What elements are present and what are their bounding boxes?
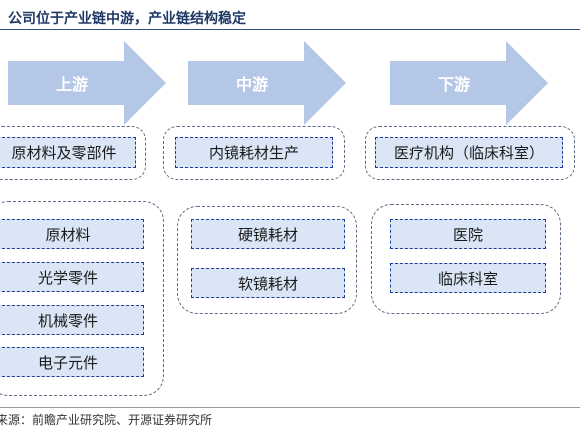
downstream-items-group bbox=[371, 204, 561, 314]
midstream-summary-group bbox=[163, 126, 345, 180]
midstream-item-flexible-scope: 软镜耗材 bbox=[191, 268, 345, 298]
upstream-item-raw-materials: 原材料 bbox=[0, 219, 144, 249]
upstream-summary-box: 原材料及零部件 bbox=[0, 137, 136, 168]
title-rule bbox=[0, 29, 580, 30]
upstream-arrow: 上游 bbox=[8, 41, 166, 125]
upstream-item-mechanical-parts: 机械零件 bbox=[0, 305, 144, 335]
downstream-item-clinical-dept: 临床科室 bbox=[390, 263, 546, 293]
midstream-item-rigid-scope: 硬镜耗材 bbox=[191, 219, 345, 249]
downstream-label: 下游 bbox=[437, 75, 470, 94]
downstream-summary-group bbox=[365, 126, 575, 180]
midstream-summary-box: 内镜耗材生产 bbox=[175, 137, 333, 168]
downstream-arrow: 下游 bbox=[390, 41, 548, 125]
figure-title: ：公司位于产业链中游，产业链结构稳定 bbox=[0, 11, 246, 27]
upstream-items-group bbox=[0, 201, 164, 396]
source-rule bbox=[0, 407, 580, 408]
downstream-item-hospital: 医院 bbox=[390, 219, 546, 249]
upstream-summary-group bbox=[0, 126, 146, 180]
source-note: 来源：前瞻产业研究院、开源证券研究所 bbox=[0, 413, 213, 427]
upstream-item-optical-parts: 光学零件 bbox=[0, 262, 144, 292]
midstream-label: 中游 bbox=[235, 75, 268, 94]
downstream-summary-box: 医疗机构（临床科室） bbox=[375, 137, 563, 168]
upstream-label: 上游 bbox=[55, 75, 88, 94]
upstream-item-electronic-components: 电子元件 bbox=[0, 347, 144, 377]
midstream-items-group bbox=[177, 206, 357, 314]
midstream-arrow: 中游 bbox=[188, 41, 346, 125]
